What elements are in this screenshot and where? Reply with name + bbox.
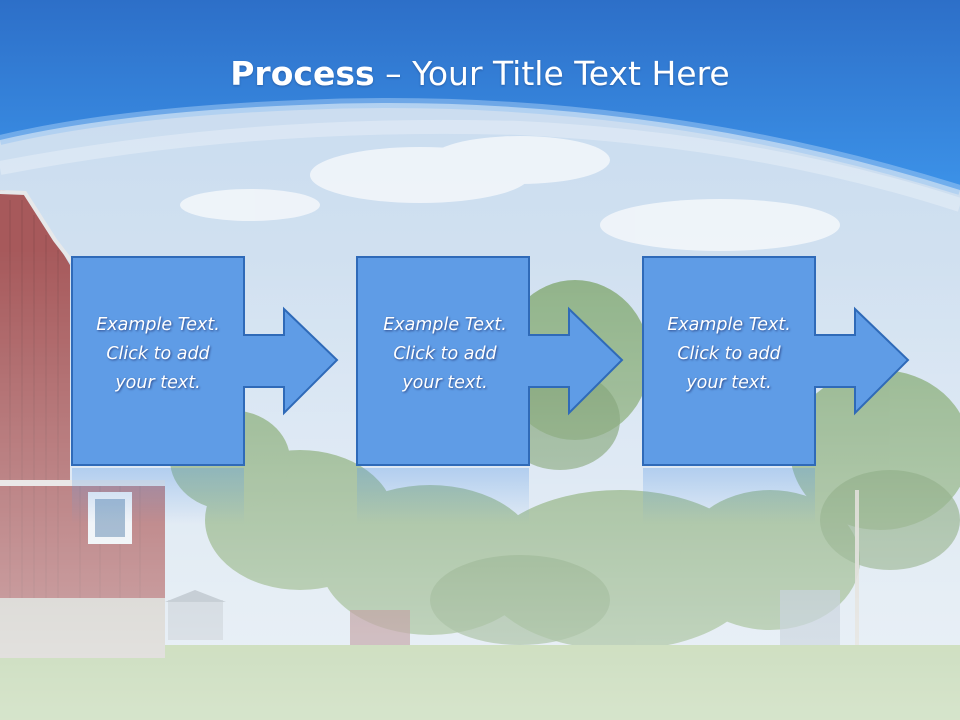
step-text-line: Example Text. (667, 315, 791, 335)
header-band (0, 0, 960, 190)
slide-title[interactable]: Process – Your Title Text Here (0, 52, 960, 96)
step-text-line: your text. (402, 373, 488, 393)
step-text-line: your text. (115, 373, 201, 393)
step-2-text[interactable]: Example Text. Click to add your text. (359, 311, 531, 398)
step-text-line: Click to add (393, 344, 497, 364)
step-1-text[interactable]: Example Text. Click to add your text. (72, 311, 244, 398)
step-text-line: Example Text. (383, 315, 507, 335)
step-3-text[interactable]: Example Text. Click to add your text. (643, 311, 815, 398)
process-step-3[interactable] (642, 256, 910, 524)
process-step-2[interactable] (356, 256, 624, 524)
process-step-1[interactable] (71, 256, 339, 524)
title-strong: Process (230, 54, 375, 93)
step-text-line: Click to add (106, 344, 210, 364)
step-text-line: Example Text. (96, 315, 220, 335)
clouds (180, 136, 840, 251)
title-rest: – Your Title Text Here (374, 54, 730, 93)
step-text-line: your text. (686, 373, 772, 393)
process-diagram (71, 256, 910, 524)
step-text-line: Click to add (677, 344, 781, 364)
